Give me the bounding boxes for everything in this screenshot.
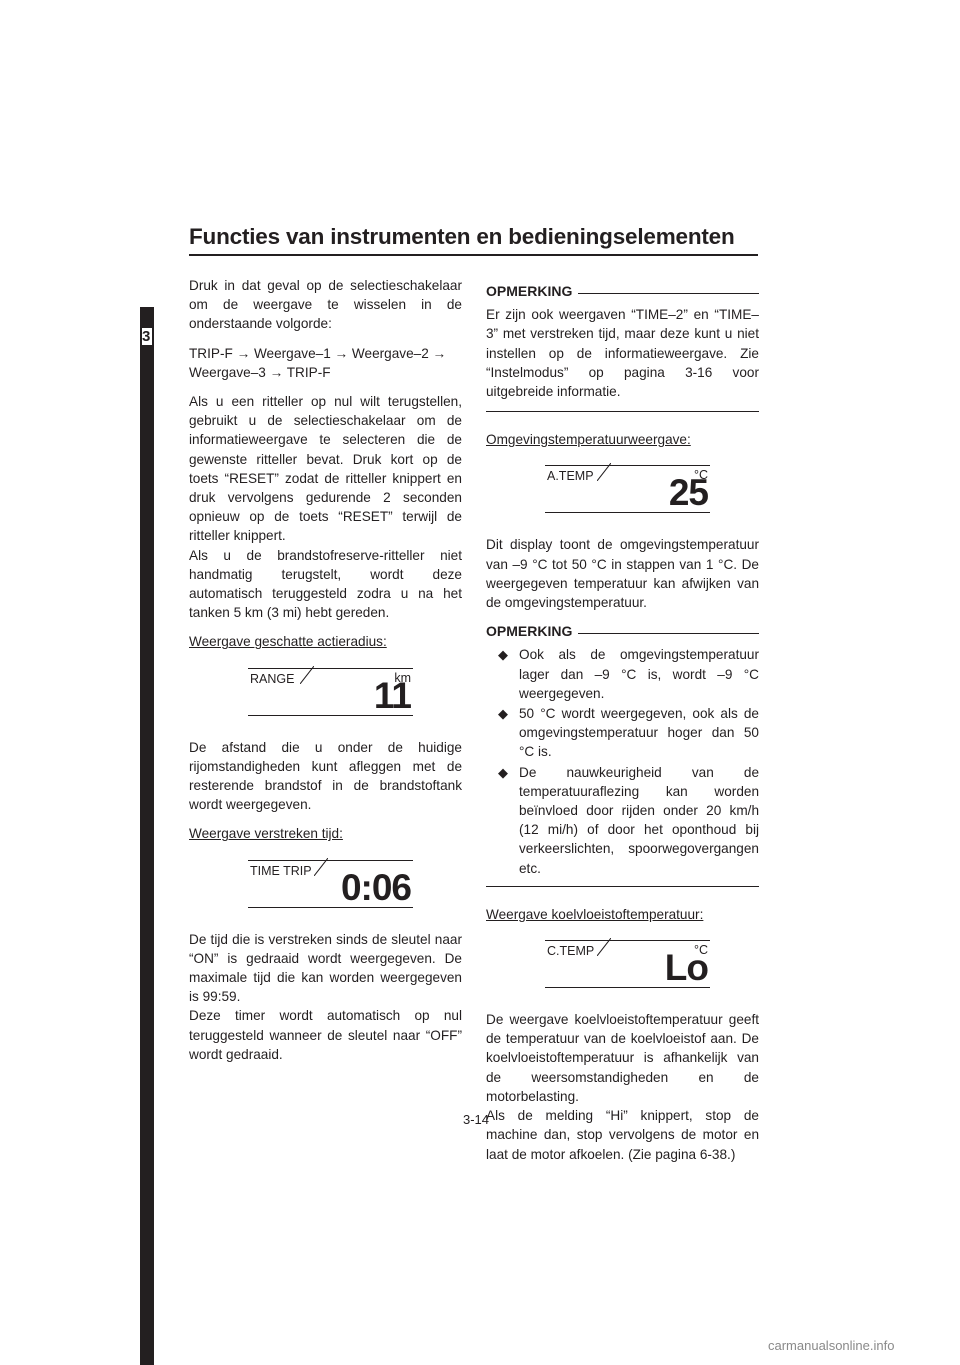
- page-title: Functies van instrumenten en bedieningse…: [189, 224, 735, 249]
- paragraph: Als u een ritteller op nul wilt terugste…: [189, 394, 462, 544]
- list-item: ◆Ook als de omgevingstemperatuur lager d…: [498, 647, 759, 701]
- display-bottom-rule: [248, 906, 413, 908]
- paragraph: Deze timer wordt automatisch op nul teru…: [189, 1008, 462, 1062]
- note-title: OPMERKING: [486, 623, 573, 640]
- display-bottom-rule: [545, 512, 710, 514]
- time-value: 0:06: [340, 866, 412, 908]
- bullet-icon: ◆: [498, 647, 508, 663]
- note-text: Er zijn ook weergaven “TIME–2” en “TIME–…: [486, 307, 759, 400]
- paragraph: Druk in dat geval op de selectieschakela…: [189, 278, 462, 332]
- range-display: RANGE km 11: [248, 662, 413, 716]
- range-heading: Weergave geschatte actieradius:: [189, 634, 387, 650]
- paragraph: De tijd die is verstreken sinds de sleut…: [189, 931, 462, 1005]
- range-value: 11: [373, 674, 412, 716]
- bullet-icon: ◆: [498, 706, 508, 722]
- display-top-rule: [545, 465, 710, 467]
- display-bottom-rule: [545, 987, 710, 989]
- time-display: TIME TRIP 0:06: [248, 854, 413, 908]
- paragraph: Dit display toont de omgevingstemperatuu…: [486, 537, 759, 611]
- atemp-heading: Omgevingstemperatuurweergave:: [486, 432, 691, 448]
- range-unit: km: [394, 670, 411, 685]
- time-label: TIME TRIP: [250, 861, 314, 881]
- slash-divider-icon: [300, 665, 314, 684]
- slash-divider-icon: [597, 463, 611, 482]
- left-column: Druk in dat geval op de selectieschakela…: [189, 276, 462, 1074]
- page-number: 3-14: [463, 1112, 490, 1127]
- time-heading: Weergave verstreken tijd:: [189, 826, 343, 842]
- atemp-display: A.TEMP °C 25: [545, 459, 710, 514]
- list-item: ◆50 °C wordt weergegeven, ook als de omg…: [498, 706, 759, 760]
- ctemp-value: Lo: [664, 947, 709, 989]
- ctemp-label: C.TEMP: [547, 942, 597, 962]
- paragraph: Als u de brandstofreserve-ritteller niet…: [189, 547, 462, 621]
- footer-watermark: carmanualsonline.info: [768, 1338, 895, 1353]
- note-heading: OPMERKING: [486, 622, 759, 641]
- paragraph: De weergave koelvloeistoftemperatuur gee…: [486, 1012, 759, 1104]
- display-top-rule: [545, 940, 710, 942]
- display-top-rule: [248, 667, 413, 669]
- paragraph: Als de melding “Hi” knippert, stop de ma…: [486, 1108, 759, 1162]
- atemp-label: A.TEMP: [547, 467, 596, 487]
- ctemp-heading: Weergave koelvloeistoftemperatuur:: [486, 906, 704, 922]
- note-heading: OPMERKING: [486, 282, 759, 301]
- atemp-unit: °C: [693, 468, 708, 483]
- note-end-rule: [486, 885, 759, 887]
- right-column: OPMERKING Er zijn ook weergaven “TIME–2”…: [486, 282, 759, 1174]
- note-end-rule: [486, 411, 759, 413]
- range-label: RANGE: [250, 669, 297, 689]
- slash-divider-icon: [314, 857, 328, 876]
- display-bottom-rule: [248, 714, 413, 716]
- bullet-icon: ◆: [498, 764, 508, 780]
- chapter-tab: [140, 307, 154, 1365]
- note-bullet-list: ◆Ook als de omgevingstemperatuur lager d…: [486, 645, 759, 877]
- ctemp-display: C.TEMP °C Lo: [545, 934, 710, 989]
- list-item: ◆De nauwkeurigheid van de temperatuurafl…: [498, 764, 759, 876]
- atemp-value: 25: [668, 472, 709, 514]
- paragraph: De afstand die u onder de huidige rijoms…: [189, 739, 462, 813]
- slash-divider-icon: [597, 938, 611, 957]
- note-title: OPMERKING: [486, 283, 573, 299]
- paragraph: TRIP-F → Weergave–1 → Weergave–2 → Weerg…: [189, 345, 447, 380]
- ctemp-unit: °C: [693, 943, 708, 958]
- display-top-rule: [248, 859, 413, 861]
- chapter-number: 3: [142, 328, 152, 345]
- title-rule: [189, 254, 758, 256]
